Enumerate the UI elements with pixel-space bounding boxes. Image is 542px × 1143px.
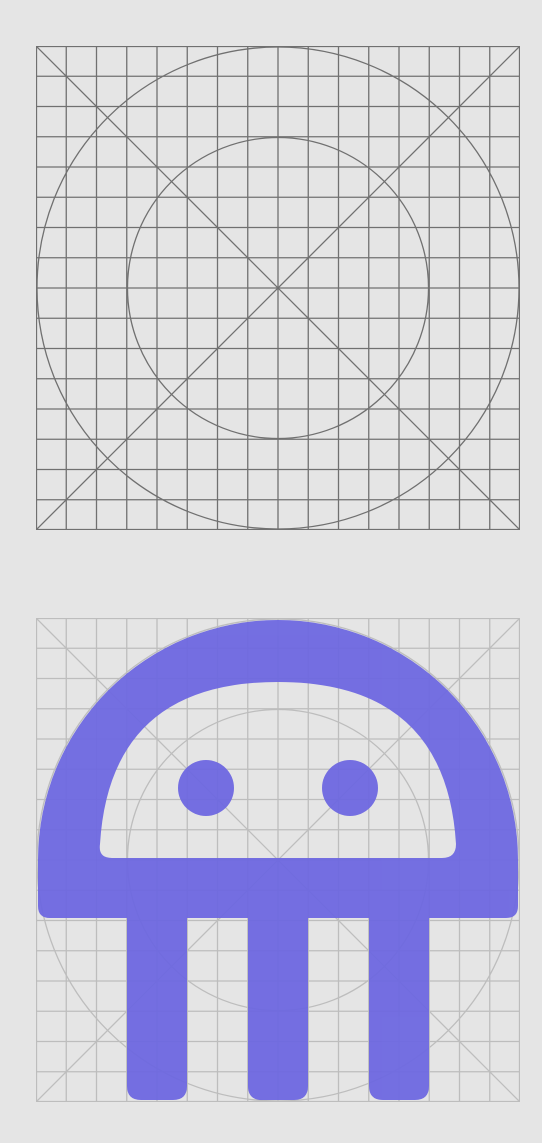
center-leg — [248, 898, 308, 1100]
grid-lines — [36, 46, 520, 530]
grid-outer-circle — [36, 618, 520, 1102]
icon-grid-overlay — [36, 618, 520, 1102]
left-eye — [178, 760, 234, 816]
icon-dome — [38, 620, 518, 918]
grid-diagonal-line — [36, 46, 520, 530]
grid-outer-circle — [36, 46, 520, 530]
right-eye — [322, 760, 378, 816]
construction-grid — [36, 46, 520, 530]
construction-grid-panel — [36, 46, 520, 530]
grid-inner-circle — [126, 136, 430, 440]
jellyfish-robot-icon — [38, 620, 518, 1100]
icon-on-grid-panel — [36, 618, 520, 1102]
left-leg — [127, 898, 187, 1100]
right-leg — [369, 898, 429, 1100]
